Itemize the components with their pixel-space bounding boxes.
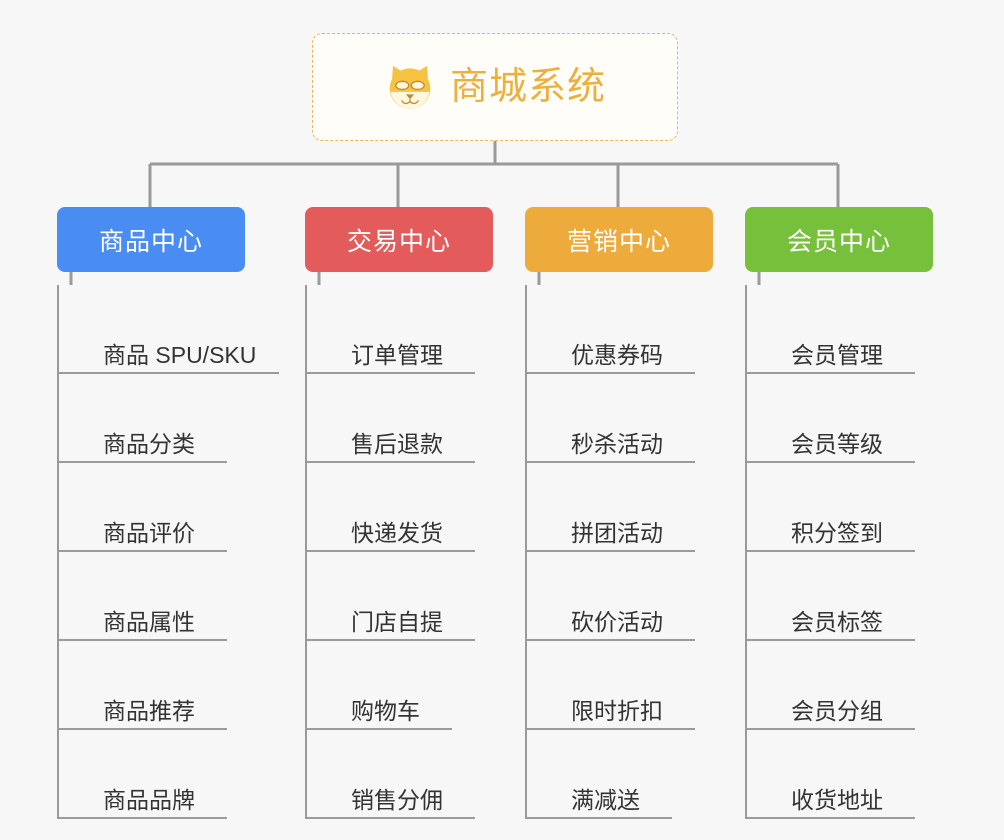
leaf-item[interactable]: 商品分类 [59,374,245,463]
leaf-item[interactable]: 会员管理 [747,285,933,374]
leaf-label: 砍价活动 [571,608,663,635]
leaf-item[interactable]: 售后退款 [307,374,493,463]
leaf-label: 购物车 [351,697,420,724]
leaf-label: 商品推荐 [103,697,195,724]
leaf-item[interactable]: 收货地址 [747,730,933,819]
leaf-label: 销售分佣 [351,786,443,813]
leaf-rule [59,639,227,641]
dog-face-icon [389,65,431,111]
leaf-label: 优惠券码 [571,341,663,368]
leaf-rule [527,728,695,730]
leaf-item[interactable]: 门店自提 [307,552,493,641]
leaf-label: 限时折扣 [571,697,663,724]
leaf-rule [747,817,915,819]
leaf-label: 积分签到 [791,519,883,546]
leaf-label: 订单管理 [351,341,443,368]
leaf-item[interactable]: 积分签到 [747,463,933,552]
leaf-label: 商品品牌 [103,786,195,813]
leaf-item[interactable]: 满减送 [527,730,713,819]
leaf-rule [307,639,475,641]
leaf-list-product: 商品 SPU/SKU 商品分类 商品评价 商品属性 商品推荐 [57,285,279,819]
leaf-item[interactable]: 商品 SPU/SKU [59,285,279,374]
leaf-item[interactable]: 会员等级 [747,374,933,463]
leaf-item[interactable]: 商品推荐 [59,641,245,730]
leaf-label: 商品 SPU/SKU [103,341,257,368]
leaf-label: 商品分类 [103,430,195,457]
branch-column-trade: 交易中心 订单管理 售后退款 快递发货 门店自提 [305,207,493,819]
leaf-item[interactable]: 会员标签 [747,552,933,641]
leaf-item[interactable]: 限时折扣 [527,641,713,730]
branch-column-member: 会员中心 会员管理 会员等级 积分签到 会员标签 [745,207,933,819]
leaf-label: 会员管理 [791,341,883,368]
branch-header-member[interactable]: 会员中心 [745,207,933,272]
branch-header-product[interactable]: 商品中心 [57,207,245,272]
branch-column-product: 商品中心 商品 SPU/SKU 商品分类 商品评价 商品属性 [57,207,279,819]
leaf-item[interactable]: 拼团活动 [527,463,713,552]
leaf-item[interactable]: 会员分组 [747,641,933,730]
branch-header-label: 商品中心 [98,227,203,256]
leaf-rule [747,728,915,730]
leaf-item[interactable]: 商品评价 [59,463,245,552]
leaf-label: 满减送 [571,786,640,813]
leaf-rule [527,639,695,641]
leaf-item[interactable]: 商品属性 [59,552,245,641]
leaf-label: 收货地址 [791,786,883,813]
leaf-item[interactable]: 快递发货 [307,463,493,552]
leaf-rule [527,817,672,819]
leaf-rule [59,817,227,819]
leaf-rule [747,550,915,552]
leaf-rule [59,461,227,463]
leaf-rule [307,550,475,552]
leaf-rule [307,817,475,819]
leaf-rule [59,728,227,730]
leaf-label: 快递发货 [351,519,443,546]
leaf-item[interactable]: 商品品牌 [59,730,245,819]
leaf-rule [59,550,227,552]
branch-header-marketing[interactable]: 营销中心 [525,207,713,272]
leaf-item[interactable]: 秒杀活动 [527,374,713,463]
leaf-label: 会员分组 [791,697,883,724]
leaf-label: 会员标签 [791,608,883,635]
branch-columns: 商品中心 商品 SPU/SKU 商品分类 商品评价 商品属性 [0,207,1004,840]
leaf-label: 商品评价 [103,519,195,546]
leaf-label: 门店自提 [351,608,443,635]
leaf-rule [527,372,695,374]
leaf-rule [747,461,915,463]
branch-header-label: 营销中心 [566,227,671,256]
leaf-label: 拼团活动 [571,519,663,546]
root-node[interactable]: 商城系统 [312,33,678,141]
branch-header-label: 会员中心 [786,227,891,256]
root-title: 商城系统 [449,66,606,108]
leaf-label: 秒杀活动 [571,430,663,457]
leaf-list-trade: 订单管理 售后退款 快递发货 门店自提 购物车 [305,285,493,819]
leaf-list-marketing: 优惠券码 秒杀活动 拼团活动 砍价活动 限时折扣 [525,285,713,819]
leaf-item[interactable]: 订单管理 [307,285,493,374]
leaf-rule [527,550,695,552]
leaf-label: 会员等级 [791,430,883,457]
leaf-item[interactable]: 砍价活动 [527,552,713,641]
branch-header-trade[interactable]: 交易中心 [305,207,493,272]
leaf-rule [747,639,915,641]
leaf-label: 商品属性 [103,608,195,635]
branch-column-marketing: 营销中心 优惠券码 秒杀活动 拼团活动 砍价活动 [525,207,713,819]
leaf-label: 售后退款 [351,430,443,457]
leaf-rule [527,461,695,463]
leaf-rule [307,372,475,374]
leaf-rule [747,372,915,374]
leaf-item[interactable]: 购物车 [307,641,493,730]
leaf-item[interactable]: 优惠券码 [527,285,713,374]
leaf-rule [307,728,452,730]
leaf-item[interactable]: 销售分佣 [307,730,493,819]
leaf-list-member: 会员管理 会员等级 积分签到 会员标签 会员分组 [745,285,933,819]
branch-header-label: 交易中心 [346,227,451,256]
leaf-rule [307,461,475,463]
leaf-rule [59,372,279,374]
